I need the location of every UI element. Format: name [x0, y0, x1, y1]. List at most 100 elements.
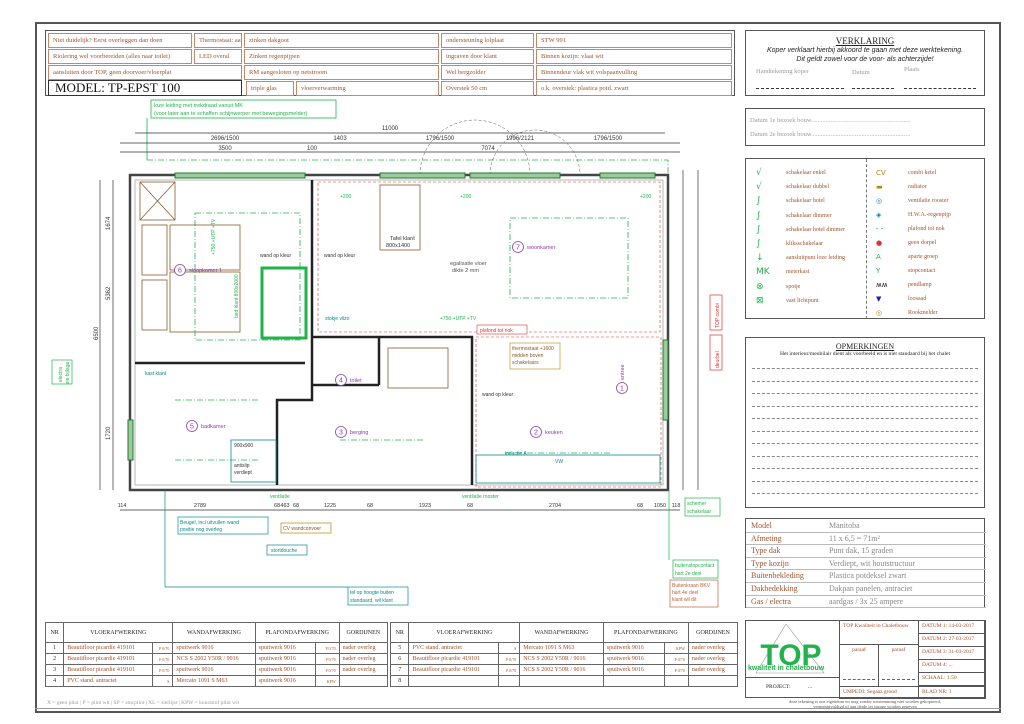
header-notes-table: Niet duidelijk? Eerst overleggen dan doe…: [45, 30, 735, 96]
legend-item: plafond tot nok: [908, 226, 945, 232]
remark-line[interactable]: [752, 418, 978, 419]
note: wand op kleur: [260, 253, 291, 259]
legend-item: spotje: [786, 283, 801, 290]
company-name: TOP Kwaliteit in Chaletbouw: [839, 620, 919, 645]
legend-symbol-icon: ∫: [756, 210, 761, 221]
remark-line[interactable]: [752, 455, 978, 457]
verklaring-title: VERKLARING: [835, 36, 895, 46]
dim: 1674: [106, 216, 112, 230]
note: schemer: [687, 501, 707, 507]
note: bed klant 800x2000: [234, 274, 240, 318]
date-field[interactable]: [852, 88, 894, 89]
legend-item: Rookmelder: [908, 310, 938, 316]
logo-tagline: kwaliteit in chaletbouw: [748, 665, 825, 672]
remark-line[interactable]: [752, 380, 978, 382]
note-cell: Binnendeur vlak wit volspaanvulling: [536, 65, 732, 80]
thermostat-note: schakelaars: [512, 360, 539, 366]
legend-item: loosaad: [908, 296, 927, 302]
legend-item: radiator: [908, 184, 927, 190]
note-cell: Wel bergzolder: [441, 65, 534, 80]
remark-line[interactable]: [752, 493, 978, 494]
legend-item: schakelaar hotel: [786, 198, 825, 205]
dim-bottom: 68: [367, 503, 373, 509]
remark-line[interactable]: [752, 430, 978, 432]
legend-symbol-icon: MK: [756, 267, 770, 278]
opmerkingen-title: OPMERKINGEN: [835, 342, 895, 351]
note-cell: Zinken regenpijpen: [244, 49, 439, 64]
note-cell: RM aangesloten op netstroom: [244, 65, 439, 80]
date-1: DATUM 1: 14-03-2017: [918, 620, 986, 634]
room-number-marker: [335, 426, 347, 438]
remark-line[interactable]: [752, 393, 978, 394]
dim-bottom: 118: [672, 503, 681, 509]
col-header: GORDIJNEN: [338, 622, 389, 643]
note: verdiept: [234, 470, 252, 476]
note-cell: LED overal: [194, 49, 242, 64]
note-cell: Riolering wel voorbereiden (alles naar t…: [48, 49, 192, 64]
legend-box: √schakelaar enkel√schakelaar dubbel∫scha…: [745, 158, 985, 319]
note: +750 +UTP +TV: [211, 218, 217, 255]
room-number: 7: [516, 245, 520, 252]
col-header: NR: [389, 622, 410, 643]
legend-symbol-icon: Y: [876, 267, 881, 275]
signature-field[interactable]: [756, 88, 844, 89]
col-header: WANDAFWERKING: [519, 622, 604, 643]
legend-symbol-icon: ▼: [876, 295, 882, 303]
note-text: loze leiding met trekdraad vanuit MK: [154, 103, 243, 109]
date-4: DATUM 4: ...: [918, 659, 986, 673]
legend-item: schakelaar dimmer: [786, 212, 832, 219]
room-number: 2: [534, 430, 538, 437]
legend-item: aansluitpunt loze leiding: [786, 255, 845, 262]
note: VW: [555, 459, 563, 465]
note: dikte 2 mm: [452, 268, 479, 274]
col-header: NR: [44, 622, 65, 643]
paraaf-b[interactable]: paraaf: [878, 644, 919, 687]
floor-plan: loze leiding met trekdraad vanuit MK (vo…: [51, 99, 723, 608]
legend-item: schakelaar enkel: [786, 170, 826, 176]
date-2: DATUM 2: 27-03-2017: [918, 633, 986, 647]
remark-line[interactable]: [752, 405, 978, 407]
col-header: VLOERAFWERKING: [408, 622, 521, 643]
remark-line[interactable]: [752, 480, 978, 482]
remark-line[interactable]: [752, 468, 978, 469]
note: tel op hoogte buiten: [350, 590, 394, 596]
dim: 2696/1500: [211, 136, 240, 142]
room-name: slaapkamer 1: [189, 268, 222, 274]
verklaring-line1: Koper verklaart hierbij akkoord te gaan …: [766, 47, 964, 54]
dim-bottom: 68: [637, 503, 643, 509]
legend-item: H.W.A.-regenpijp: [908, 212, 951, 218]
remark-line[interactable]: [752, 443, 978, 444]
legend-item: aparte groep: [908, 254, 938, 260]
room-number: 5: [190, 424, 194, 431]
paraaf-a[interactable]: paraaf: [839, 644, 879, 687]
dim: 3500: [218, 146, 232, 152]
room-name: toilet: [350, 378, 362, 384]
legend-item: stopcontact: [908, 268, 936, 274]
note: electra: [58, 367, 64, 382]
project-value: ...: [808, 684, 813, 690]
col-header: WANDAFWERKING: [172, 622, 256, 643]
note: standaard, wil klant: [350, 598, 393, 604]
note: wand op kleur: [482, 392, 513, 398]
legend-item: schakelaar hotel dimmer: [786, 226, 845, 233]
legend-symbol-icon: ◈: [876, 211, 882, 219]
place-field[interactable]: [904, 88, 976, 89]
finish-footnote: X = geen plint | P = plint wit | SP = st…: [47, 700, 240, 706]
room-number-marker: [186, 420, 198, 432]
verklaring-line2: Dit geldt zowel voor de voor- als achter…: [796, 56, 934, 63]
drawing-frame: [35, 22, 1001, 713]
dim: 100: [307, 146, 318, 152]
room-number-marker: [174, 264, 186, 276]
col-header: VLOERAFWERKING: [63, 622, 174, 643]
note: CV wandconvoer: [283, 526, 321, 532]
table-size: 800x1400: [386, 243, 410, 249]
remark-line[interactable]: [752, 368, 978, 369]
title-block: TOP kwaliteit in chaletbouw PROJECT: ...…: [745, 620, 986, 699]
